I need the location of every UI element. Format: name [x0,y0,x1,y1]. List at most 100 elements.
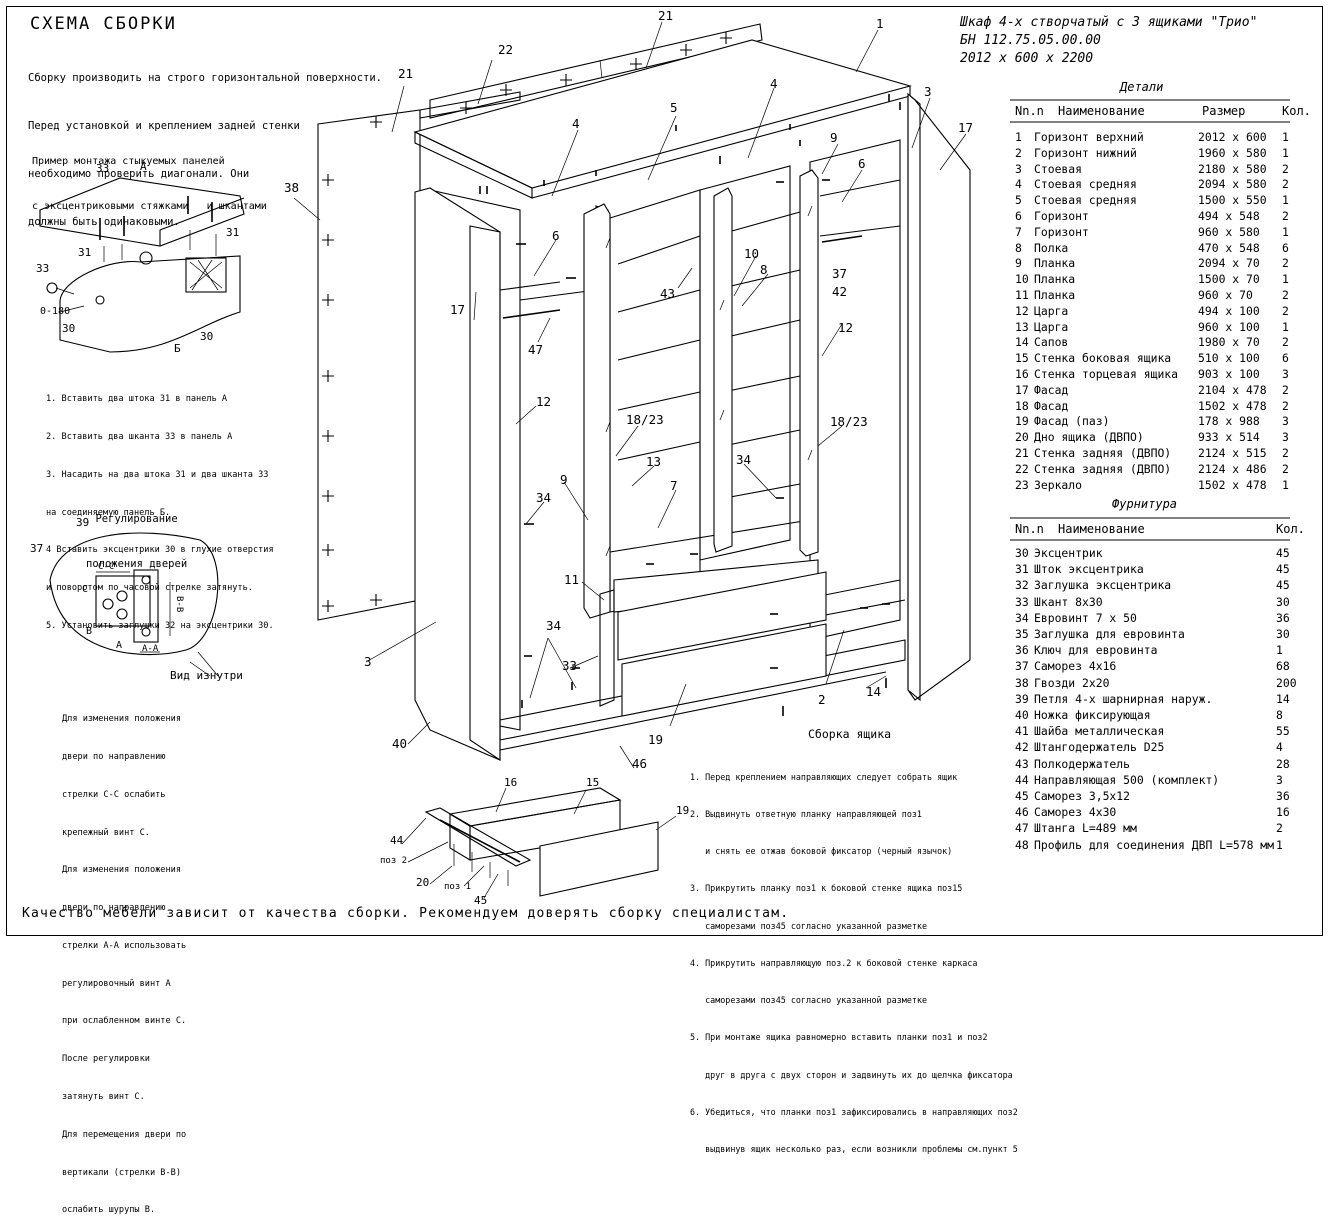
callout-34b: 34 [536,490,552,505]
callout-47: 47 [528,342,544,357]
callout-5: 5 [670,100,678,115]
parts-cell-num: 17 [1015,382,1029,397]
drawer-assembly-steps: 1. Перед креплением направляющих следует… [690,771,1018,1154]
parts-cell-qty: 2 [1282,161,1289,176]
parts-cell-name: Фасад (паз) [1034,414,1110,429]
hardware-cell-name: Эксцентрик [1034,546,1103,560]
parts-cell-num: 4 [1015,177,1022,192]
hardware-cell-name: Гвозди 2x20 [1034,675,1110,690]
intro-line: необходимо проверить диагонали. Они [28,168,250,180]
label-39: 39 [76,516,90,529]
callout-46: 46 [632,756,648,771]
parts-cell-name: Планка [1034,288,1076,302]
intro-note: Сборку производить на строго горизонталь… [28,38,382,246]
parts-cell-num: 20 [1015,430,1029,445]
label-19: 19 [676,804,690,817]
intro-line: должны быть одинаковыми. [28,216,180,228]
parts-cell-num: 10 [1015,272,1029,287]
callout-6: 6 [858,156,866,171]
label-45: 45 [474,894,488,907]
parts-cell-name: Царга [1034,303,1069,318]
parts-cell-qty: 2 [1282,256,1289,271]
parts-table-title: Детали [1120,80,1164,94]
hardware-cell-qty: 28 [1276,756,1290,771]
parts-cell-qty: 2 [1282,382,1289,397]
intro-line: Сборку производить на строго горизонталь… [28,72,383,84]
label-37: 37 [30,542,44,555]
hardware-table-title: Фурнитура [1112,497,1178,511]
hardware-cell-num: 43 [1015,756,1029,771]
hardware-cell-qty: 8 [1276,708,1283,722]
footer-note: Качество мебели зависит от качества сбор… [22,906,790,921]
hardware-cell-qty: 2 [1276,821,1283,836]
hardware-cell-num: 35 [1015,627,1029,641]
parts-cell-qty: 3 [1282,367,1289,381]
parts-cell-qty: 6 [1282,240,1289,255]
label-bb: В-В [174,596,184,613]
parts-cell-qty: 1 [1282,272,1289,287]
parts-cell-num: 11 [1015,288,1029,302]
label-15: 15 [586,776,600,789]
hardware-cell-name: Штанга L=489 мм [1034,821,1137,836]
parts-cell-num: 19 [1015,414,1029,429]
hardware-cell-num: 31 [1015,562,1029,577]
parts-cell-name: Горизонт нижний [1034,145,1137,160]
parts-cell-size: 1960 x 580 [1198,145,1267,160]
callout-9: 9 [830,130,838,145]
hardware-cell-qty: 14 [1276,691,1290,706]
callout-18-23: 18/23 [626,412,664,427]
intro-line: Перед установкой и креплением задней сте… [28,120,300,132]
hardware-cell-name: Направляющая 500 (комплект) [1034,772,1220,787]
callout-11: 11 [564,572,580,587]
parts-cell-name: Планка [1034,272,1076,287]
hardware-cell-num: 44 [1015,772,1029,787]
coupling-steps: 1. Вставить два штока 31 в панель А 2. В… [46,394,274,631]
parts-cell-num: 21 [1015,446,1029,460]
parts-cell-name: Горизонт верхний [1034,130,1144,144]
hardware-cell-qty: 1 [1276,643,1283,658]
callout-40: 40 [392,736,408,751]
parts-cell-size: 960 x 580 [1198,224,1260,239]
callout-22: 22 [498,42,514,57]
coupling-illustration [39,177,245,353]
label-aa: А-А [142,644,159,654]
callout-43: 43 [660,286,676,301]
label-b: Б [174,342,181,355]
parts-cell-qty: 1 [1282,193,1289,208]
callout-21: 21 [658,8,674,23]
label-angle: 0-180 [40,306,71,317]
parts-cell-num: 14 [1015,335,1029,350]
callout-19: 19 [648,732,664,747]
parts-cell-name: Полка [1034,240,1069,255]
parts-cell-size: 2124 x 515 [1198,446,1267,460]
label-cc: С-С [98,562,115,572]
parts-cell-name: Планка [1034,256,1076,271]
hardware-cell-num: 36 [1015,643,1029,658]
callout-12: 12 [536,394,552,409]
parts-cell-name: Фасад [1034,382,1069,397]
parts-cell-num: 12 [1015,303,1029,318]
callout-13: 13 [646,454,662,469]
hardware-cell-num: 47 [1015,821,1029,836]
door-adjust-text: Для изменения положения двери по направл… [62,714,187,1216]
parts-cell-qty: 2 [1282,335,1289,350]
parts-cell-size: 1980 x 70 [1198,335,1260,350]
label-b2: В [86,626,93,637]
callout-9b: 9 [560,472,568,487]
parts-cell-size: 1502 x 478 [1198,477,1267,492]
parts-cell-size: 470 x 548 [1198,240,1260,255]
label-20: 20 [416,876,430,889]
callout-34: 34 [736,452,752,467]
hardware-cell-name: Ножка фиксирующая [1034,708,1151,722]
parts-cell-num: 13 [1015,319,1029,334]
hardware-cell-qty: 4 [1276,740,1283,755]
parts-cell-size: 903 x 100 [1198,367,1260,381]
door-adjust-title: Регулирование положения дверей [86,513,188,570]
hardware-cell-num: 30 [1015,546,1029,560]
hardware-cell-num: 45 [1015,789,1029,803]
hardware-cell-num: 46 [1015,805,1029,820]
parts-cell-num: 23 [1015,477,1029,492]
callout-8: 8 [760,262,768,277]
parts-cell-num: 22 [1015,461,1029,476]
parts-cell-qty: 2 [1282,303,1289,318]
